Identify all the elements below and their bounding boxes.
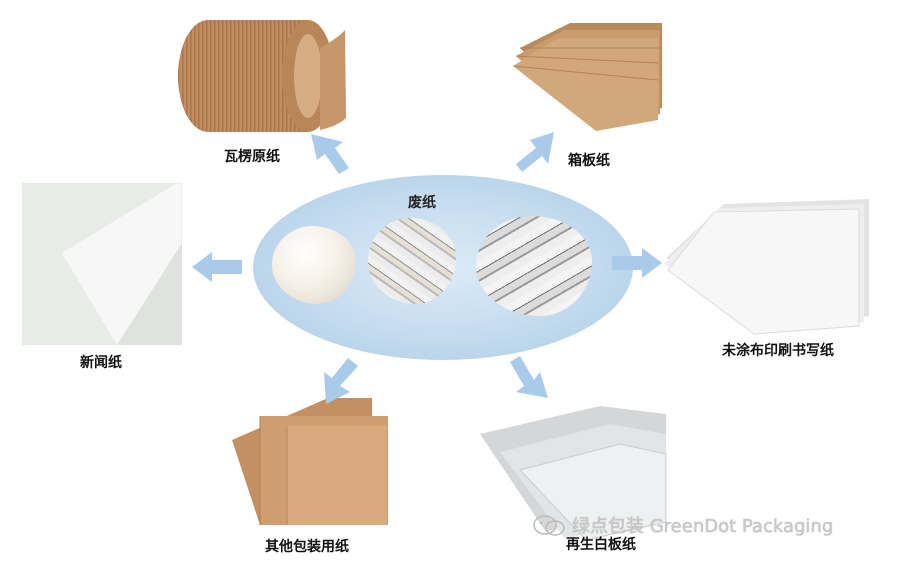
wechat-icon <box>533 515 565 536</box>
arrow-to-newsprint <box>192 252 242 282</box>
arrow-to-uncoated <box>612 248 662 278</box>
corrugated-roll-image <box>178 20 346 132</box>
watermark-text: 绿点包装 GreenDot Packaging <box>572 516 834 537</box>
recycled-whiteboard-image <box>480 406 667 540</box>
newspaper-ball <box>368 218 456 304</box>
arrow-to-corrugated <box>311 134 349 174</box>
uncoated-paper-image <box>664 199 869 335</box>
label-uncoated: 未涂布印刷书写纸 <box>722 343 834 359</box>
arrow-to-boxboard <box>516 132 554 172</box>
label-corrugated: 瓦楞原纸 <box>224 149 280 165</box>
label-other-packaging: 其他包装用纸 <box>265 539 349 555</box>
label-recycled-white: 再生白板纸 <box>566 537 636 553</box>
arrow-to-other-packaging <box>324 358 358 404</box>
white-paper-ball <box>272 226 356 304</box>
boxboard-stack-image <box>512 23 662 131</box>
label-boxboard: 箱板纸 <box>568 153 610 169</box>
gray-paper-ball <box>476 216 592 316</box>
newsprint-sheets-image <box>22 183 182 345</box>
watermark: 绿点包装 GreenDot Packaging <box>532 512 833 538</box>
arrow-to-recycled-white <box>510 356 548 398</box>
label-newsprint: 新闻纸 <box>80 355 122 371</box>
packaging-paper-image <box>232 398 388 525</box>
center-title: 废纸 <box>408 195 436 211</box>
